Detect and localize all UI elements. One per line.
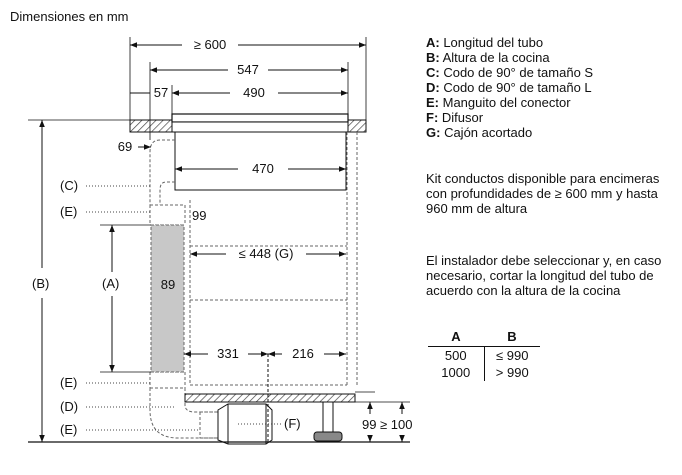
legend-item: A: Longitud del tubo — [426, 35, 544, 50]
legend-item: F: Difusor — [426, 110, 484, 125]
callout-a: (A) — [102, 276, 119, 291]
dim-69: 69 — [118, 139, 132, 154]
dim-99-top: 99 — [192, 208, 206, 223]
table-cell: > 990 — [495, 365, 529, 380]
dim-547: 547 — [237, 62, 259, 77]
dim-600: ≥ 600 — [194, 37, 226, 52]
callout-e-top: (E) — [60, 204, 77, 219]
table-header-b: B — [484, 329, 540, 347]
callout-leaders — [86, 185, 282, 431]
diagram-title: Dimensiones en mm — [10, 9, 129, 24]
dim-331: 331 — [217, 346, 239, 361]
table-cell: 500 — [428, 346, 485, 364]
legend-item: G: Cajón acortado — [426, 125, 533, 140]
cabinet-foot — [313, 401, 343, 442]
duct-tube — [150, 224, 185, 373]
legend-item: E: Manguito del conector — [426, 95, 571, 110]
callout-e-bottom: (E) — [60, 422, 77, 437]
dim-57: 57 — [154, 85, 168, 100]
callout-c: (C) — [60, 178, 78, 193]
dim-99-bottom: 99 — [362, 417, 376, 432]
legend: A: Longitud del tubo B: Altura de la coc… — [426, 35, 676, 140]
extension-lines — [28, 37, 410, 403]
callout-b: (B) — [32, 276, 49, 291]
callout-labels: (C) (E) (A) (B) (E) (D) (E) (F) — [32, 178, 301, 437]
table-cell: ≤ 990 — [496, 348, 529, 363]
legend-item: C: Codo de 90° de tamaño S — [426, 65, 594, 80]
table-cell: 1000 — [428, 364, 485, 381]
dimension-labels: ≥ 600 547 57 490 69 470 99 ≤ 448 (G) 89 … — [118, 37, 413, 432]
dim-100: ≥ 100 — [380, 417, 412, 432]
dim-490: 490 — [243, 85, 265, 100]
table-row: 1000 > 990 — [428, 364, 540, 381]
callout-f: (F) — [284, 416, 301, 431]
worktop — [129, 119, 367, 133]
kit-note: Kit conductos disponible para encimeras … — [426, 171, 660, 216]
dim-448: ≤ 448 (G) — [239, 246, 294, 261]
cooktop — [171, 113, 349, 133]
length-table: A B 500 ≤ 990 1000 > 990 — [428, 329, 540, 381]
hob-unit — [174, 131, 347, 191]
callout-d: (D) — [60, 399, 78, 414]
table-header-a: A — [428, 329, 484, 347]
dim-470: 470 — [252, 161, 274, 176]
dim-89: 89 — [161, 277, 175, 292]
cabinet — [189, 132, 358, 387]
dimension-arrows — [39, 42, 405, 442]
legend-item: B: Altura de la cocina — [426, 50, 550, 65]
callout-e-middle: (E) — [60, 375, 77, 390]
dim-216: 216 — [292, 346, 314, 361]
legend-item: D: Codo de 90° de tamaño L — [426, 80, 592, 95]
plinth — [184, 393, 356, 403]
installer-note: El instalador debe seleccionar y, en cas… — [426, 253, 662, 298]
table-row: 500 ≤ 990 — [428, 346, 540, 364]
